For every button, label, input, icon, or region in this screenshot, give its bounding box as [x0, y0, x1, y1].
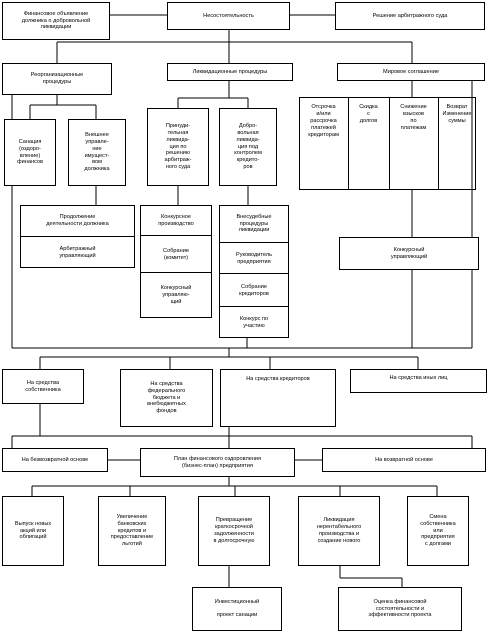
sanation-box: Санация (оздоро- вление) финансов [4, 119, 56, 186]
other-parties-funds-box: На средства иных лиц [350, 369, 487, 393]
deferral-cell: Отсрочка и/или рассрочка платежей кредит… [308, 104, 339, 138]
insolvency-box: Несостоятельность [167, 2, 290, 30]
extrajudicial-cell: Внесудебные процедуры ликвидации [220, 206, 288, 243]
voluntary-liquidation-box: Добро- вольная ликвида- ция под контроле… [219, 108, 277, 186]
owner-funds-box: На средства собственника [2, 369, 84, 404]
reduction-cell: Снижение взысков по платежам [389, 98, 437, 189]
court-decision-box: Решение арбитражного суда [335, 2, 485, 30]
settlement-box: Мировое соглашение [337, 63, 485, 81]
nonreturnable-box: На безвозвратной основе [2, 448, 108, 472]
bankruptcy-proceeding-cell: Конкурсное производство [141, 206, 211, 236]
creditors-funds-box: На средства кредиторов [220, 369, 336, 427]
settlement-options-group [299, 97, 476, 190]
liquidation-box: Ликвидационные процедуры [167, 63, 293, 81]
arbitration-manager-cell: Арбитражный управляющий [59, 245, 96, 259]
forced-list-group [140, 205, 212, 318]
external-management-box: Внешнее управле- ние имущест- вом должни… [68, 119, 126, 186]
returnable-box: На возвратной основе [322, 448, 486, 472]
debt-conversion-box: Превращение краткосрочной задолженности … [198, 496, 270, 566]
discount-cell: Скидка с долгов [348, 98, 388, 189]
federal-budget-funds-box: На средства федерального бюджета и внебю… [120, 369, 213, 427]
project-evaluation-box: Оценка финансовой состоятельности и эффе… [338, 587, 462, 631]
bankruptcy-manager-cell: Конкурсный управляю- щий [160, 285, 192, 305]
continue-activity-cell: Продолжение деятельности должника [21, 206, 134, 237]
financial-recovery-plan-box: План финансового оздоровления (бизнес-пл… [140, 448, 295, 477]
return-cell: Возврат Изменение суммы [438, 98, 475, 189]
liquidate-unprofitable-box: Ликвидация нерентабельного производства … [298, 496, 380, 566]
new-shares-box: Выпуск новых акций или облигаций [2, 496, 64, 566]
owner-change-box: Смена собственника или предприятия с дол… [407, 496, 469, 566]
bank-credits-box: Увеличение банковских кредитов и предост… [98, 496, 166, 566]
forced-liquidation-box: Принуди- тельная ликвида- ция по решению… [147, 108, 209, 186]
settlement-manager-box: Конкурсный управляющий [339, 237, 479, 270]
investment-project-box: Инвестиционный проект санации [192, 587, 282, 631]
financial-declaration-box: Финансовое объявление должника о доброво… [2, 2, 110, 40]
creditors-meeting-cell: Собрание кредиторов [220, 275, 288, 307]
reorg-list-group [20, 205, 135, 268]
creditors-committee-cell: Собрание (комитет) [141, 237, 211, 273]
enterprise-head-cell: Руководитель предприятия [220, 244, 288, 274]
reorganization-box: Реорганизационные процедуры [2, 63, 112, 95]
tender-cell: Конкурс по участию [239, 315, 269, 329]
voluntary-list-group [219, 205, 289, 338]
